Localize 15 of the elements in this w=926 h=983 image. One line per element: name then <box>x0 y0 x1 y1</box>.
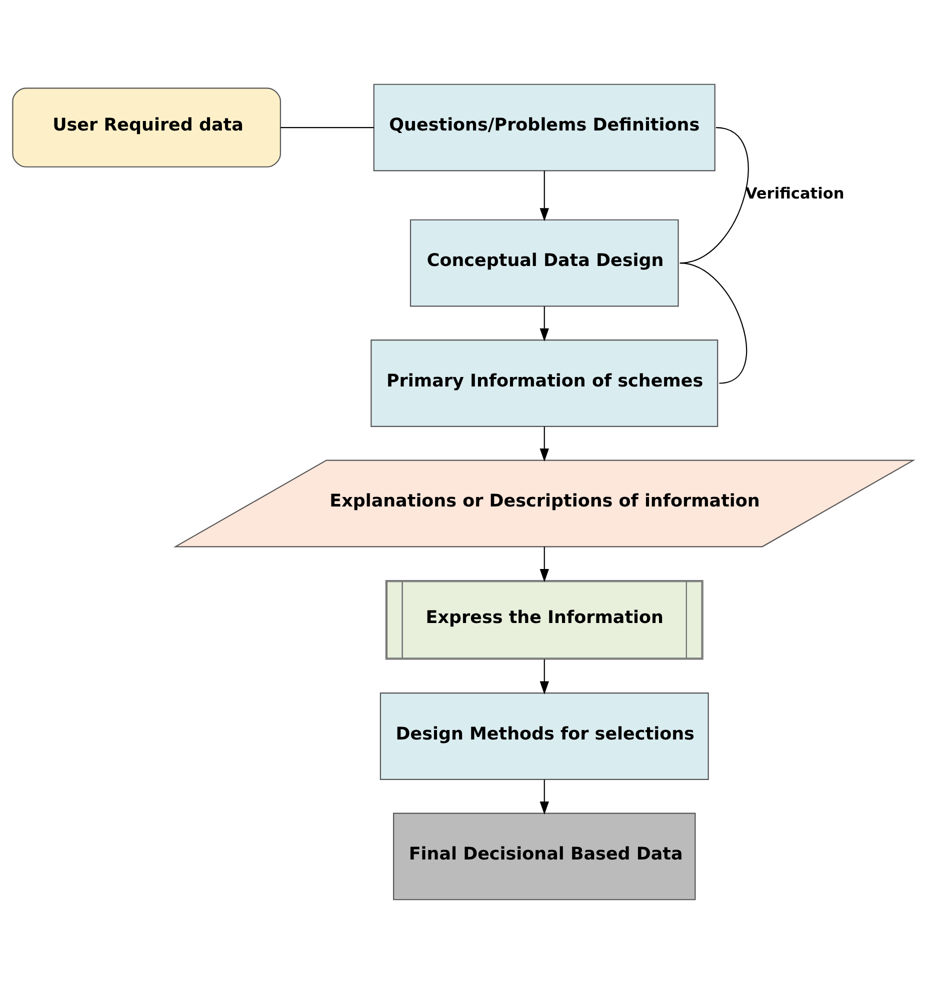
node-box: User Required data <box>12 87 281 167</box>
arrow <box>540 779 549 814</box>
node-box: Questions/Problems Definitions <box>373 83 716 171</box>
arrow <box>540 426 549 462</box>
node-box: Conceptual Data Design <box>410 218 679 306</box>
connector <box>280 126 374 128</box>
arrow <box>540 658 549 694</box>
arrow <box>540 170 549 221</box>
edge-label: Verification <box>745 184 844 202</box>
arrow <box>540 546 549 582</box>
arrow <box>540 306 549 341</box>
node-box: Primary Information of schemes <box>370 339 718 426</box>
node-box: Final Decisional Based Data <box>393 812 696 900</box>
connector <box>680 262 747 384</box>
node-box: Design Methods for selections <box>380 692 709 780</box>
